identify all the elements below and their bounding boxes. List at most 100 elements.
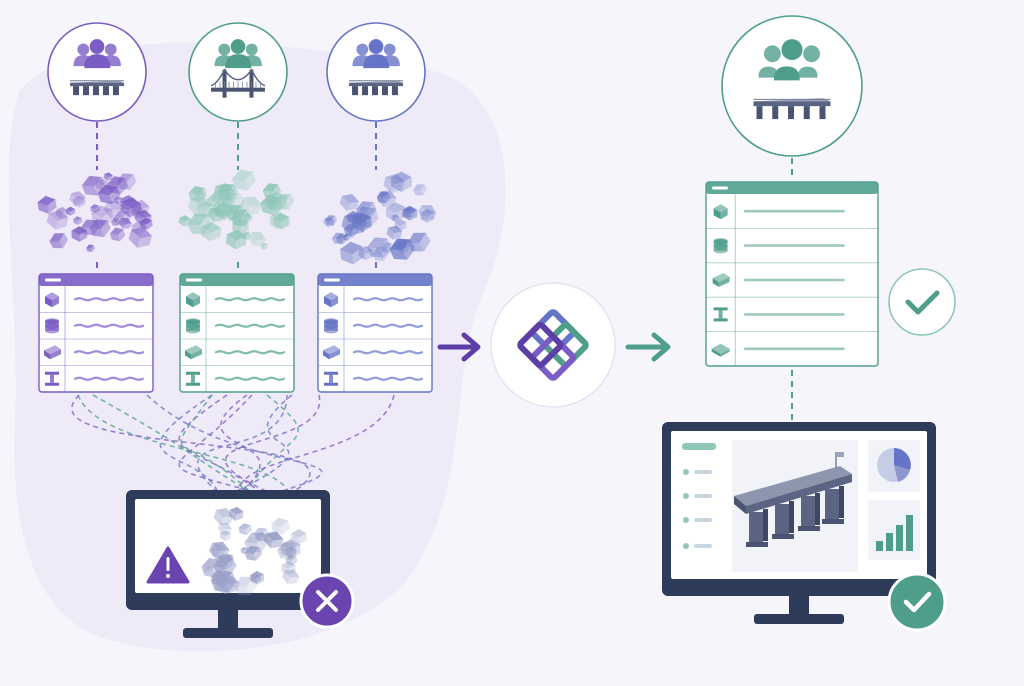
team-badge: [47, 22, 147, 122]
tangled-dashed-line: [159, 394, 219, 493]
cube-fragment: [273, 213, 291, 230]
cube-fragment: [413, 184, 428, 196]
cube-fragment: [201, 557, 224, 578]
schedule-row: [186, 292, 286, 308]
team-column-team-b: [178, 22, 295, 393]
cube-fragment: [206, 194, 221, 208]
tangled-dashed-line: [234, 394, 293, 493]
cube-fragment: [280, 539, 301, 559]
cube-fragment: [178, 215, 191, 227]
schedule-row: [323, 345, 424, 360]
check-circle-icon: [887, 572, 947, 632]
schedule-row: [713, 238, 845, 254]
tangled-connectors: [71, 394, 395, 493]
dashboard-list-bullet: [683, 493, 689, 499]
cube-fragment: [391, 214, 400, 222]
unified-team-badge: [721, 15, 863, 157]
schedule-row: [711, 343, 845, 357]
cube-fragment: [213, 507, 234, 526]
cube-fragment: [46, 210, 69, 230]
cube-fragment: [128, 227, 153, 248]
bridge-3d-model: [734, 452, 852, 547]
cube-fragment: [285, 554, 298, 566]
cube-fragment: [86, 244, 95, 253]
cube-fragment: [116, 173, 137, 190]
monitor-neck: [789, 596, 809, 616]
girder-bridge-icon: [349, 80, 403, 96]
schedule-row: [324, 371, 424, 386]
unified-workflow: [662, 15, 956, 632]
monitor-neck: [218, 610, 238, 630]
cube-fragment: [219, 530, 231, 542]
cube-fragment: [214, 202, 234, 220]
tangled-dashed-line: [178, 394, 261, 493]
team-badge-circle: [721, 15, 863, 157]
cube-fragment: [49, 233, 69, 249]
bar: [876, 541, 883, 551]
cross-circle-icon: [299, 573, 355, 629]
schedule-row-line: [73, 297, 145, 302]
cylinder-stack-icon: [713, 238, 728, 254]
slab-icon: [185, 345, 202, 360]
schedule-row-line: [214, 323, 286, 328]
fragmented-element-cluster: [323, 171, 437, 265]
cube-fragment: [343, 223, 359, 238]
warning-triangle-icon: [146, 546, 190, 584]
fragmented-workflow: [37, 22, 437, 638]
tangled-dashed-line: [197, 394, 288, 493]
cube-fragment: [263, 531, 284, 549]
monitor-base: [183, 628, 273, 638]
cube-fragment: [231, 169, 256, 191]
cube-fragment: [389, 238, 416, 260]
schedule-row: [713, 307, 845, 322]
schedule-row-line: [352, 297, 424, 302]
cube-fragment: [81, 175, 106, 196]
cube-fragment: [187, 214, 212, 234]
cube-fragment: [271, 517, 290, 535]
dashboard-list-line: [694, 470, 712, 474]
schedule-row: [186, 371, 286, 386]
cube-fragment: [244, 545, 263, 561]
cube-fragment: [244, 532, 269, 553]
cube-fragment: [73, 216, 83, 225]
cube-fragment: [248, 232, 266, 246]
cube-fragment: [260, 242, 269, 250]
dashboard-list-bullet: [683, 543, 689, 549]
cylinder-stack-icon: [186, 318, 200, 334]
cube-fragment: [97, 184, 121, 204]
cube-fragment: [402, 205, 418, 221]
cube-fragment: [113, 210, 132, 226]
schedule-row-line: [214, 297, 286, 302]
cube-fragment: [65, 206, 76, 216]
cube-fragment: [420, 208, 435, 223]
schedule-row-line: [214, 350, 286, 355]
team-badge-circle: [326, 22, 426, 122]
cube-fragment: [37, 195, 57, 214]
cube-fragment: [89, 219, 111, 237]
cube-fragment: [239, 196, 263, 215]
schedule-header: [318, 274, 432, 286]
unified-schedule-table: [705, 181, 879, 367]
team-schedule-table: [317, 273, 433, 393]
dashboard-content: [682, 440, 920, 572]
schedule-header: [180, 274, 294, 286]
cube-fragment: [131, 200, 150, 217]
schedule-row: [45, 318, 145, 334]
interlocking-squares-icon: [517, 309, 589, 381]
cube-fragment: [336, 233, 348, 245]
schedule-row: [185, 345, 286, 360]
tangled-dashed-line: [245, 394, 299, 493]
tangled-dashed-line: [71, 394, 311, 493]
schedule-row-line: [73, 376, 145, 381]
tangled-dashed-line: [77, 394, 290, 493]
cube-icon: [45, 292, 59, 308]
schedule-row: [45, 371, 145, 386]
schedule-row: [713, 204, 845, 220]
cube-fragment: [339, 241, 365, 265]
cube-icon: [186, 292, 200, 308]
dashboard-list-line: [694, 494, 712, 498]
bar: [896, 525, 903, 551]
fragmented-element-cluster: [178, 169, 295, 250]
schedule-header-mark: [45, 278, 61, 282]
